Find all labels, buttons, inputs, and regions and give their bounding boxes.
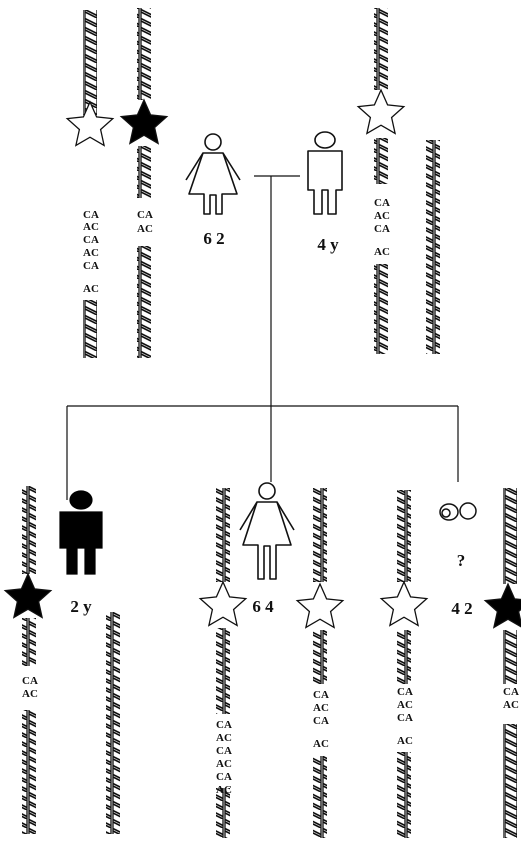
- open-star-icon: [67, 102, 113, 145]
- embryo-icon: [440, 503, 476, 520]
- repeat-8-1: CA: [313, 689, 329, 701]
- chromosome-strand-10: [503, 488, 517, 584]
- repeat-7-6: AC: [216, 784, 232, 796]
- chromosome-strand-1: [83, 10, 97, 115]
- repeat-8-4: AC: [313, 738, 329, 750]
- repeat-9-2: AC: [397, 699, 413, 711]
- chromosome-strand-7: [216, 488, 230, 582]
- repeat-5-2: AC: [22, 688, 38, 700]
- repeat-2-2: AC: [137, 223, 153, 235]
- repeat-1-3: CA: [83, 234, 99, 246]
- chromosome-strand-9: [397, 752, 411, 838]
- chromosome-strand-10: [503, 724, 517, 838]
- chromosome-strand-8: [313, 630, 327, 684]
- affected-male-icon: [60, 491, 102, 574]
- repeat-7-3: CA: [216, 745, 232, 757]
- mother-label: 6 2: [203, 229, 224, 248]
- chromosome-strand-5: [22, 710, 36, 834]
- repeat-9-4: AC: [397, 735, 413, 747]
- repeat-2-1: CA: [137, 209, 153, 221]
- repeat-9-1: CA: [397, 686, 413, 698]
- repeat-3-4: AC: [374, 246, 390, 258]
- chromosome-strand-3: [374, 138, 388, 184]
- repeat-1-1: CA: [83, 209, 99, 221]
- repeat-7-1: CA: [216, 719, 232, 731]
- open-star-icon: [381, 582, 427, 625]
- chromosome-strand-10: [503, 630, 517, 684]
- filled-star-icon: [121, 100, 167, 143]
- repeat-7-5: CA: [216, 771, 232, 783]
- chromosome-strand-2: [137, 246, 151, 358]
- chromosome-strand-9: [397, 490, 411, 582]
- filled-star-icon: [5, 574, 51, 617]
- repeat-1-2: AC: [83, 221, 99, 233]
- open-star-icon: [358, 90, 404, 133]
- repeat-10-1: CA: [503, 686, 519, 698]
- chromosome-strand-6: [106, 612, 120, 834]
- female-icon: [186, 134, 240, 214]
- repeat-7-4: AC: [216, 758, 232, 770]
- child2-label: 6 4: [252, 597, 274, 616]
- chromosome-strand-9: [397, 630, 411, 684]
- child3-label: 4 2: [451, 599, 472, 618]
- father-label: 4 y: [317, 235, 339, 254]
- chromosome-strand-8: [313, 756, 327, 838]
- repeat-1-6: AC: [83, 283, 99, 295]
- chromosome-strand-8: [313, 488, 327, 582]
- repeat-7-2: AC: [216, 732, 232, 744]
- chromosome-strand-1: [83, 300, 97, 358]
- chromosome-strand-5: [22, 618, 36, 666]
- repeat-3-3: CA: [374, 223, 390, 235]
- chromosome-strand-2: [137, 8, 151, 100]
- repeat-1-5: CA: [83, 260, 99, 272]
- repeat-8-2: AC: [313, 702, 329, 714]
- filled-star-icon: [485, 584, 521, 627]
- chromosome-strand-5: [22, 486, 36, 574]
- repeat-3-1: CA: [374, 197, 390, 209]
- open-star-icon: [200, 582, 246, 625]
- open-star-icon: [297, 584, 343, 627]
- female-icon: [240, 483, 294, 579]
- repeat-10-2: AC: [503, 699, 519, 711]
- chromosome-strand-3: [374, 264, 388, 354]
- male-icon: [308, 132, 342, 214]
- unknown-mark: ?: [457, 551, 466, 570]
- repeat-8-3: CA: [313, 715, 329, 727]
- child1-label: 2 y: [70, 597, 92, 616]
- repeat-5-1: CA: [22, 675, 38, 687]
- chromosome-strand-7: [216, 628, 230, 714]
- repeat-3-2: AC: [374, 210, 390, 222]
- chromosome-strand-3: [374, 8, 388, 90]
- pedigree-lines: [67, 176, 458, 500]
- chromosome-strand-2: [137, 146, 151, 198]
- repeat-9-3: CA: [397, 712, 413, 724]
- chromosome-strand-4: [426, 140, 440, 354]
- repeat-1-4: AC: [83, 247, 99, 259]
